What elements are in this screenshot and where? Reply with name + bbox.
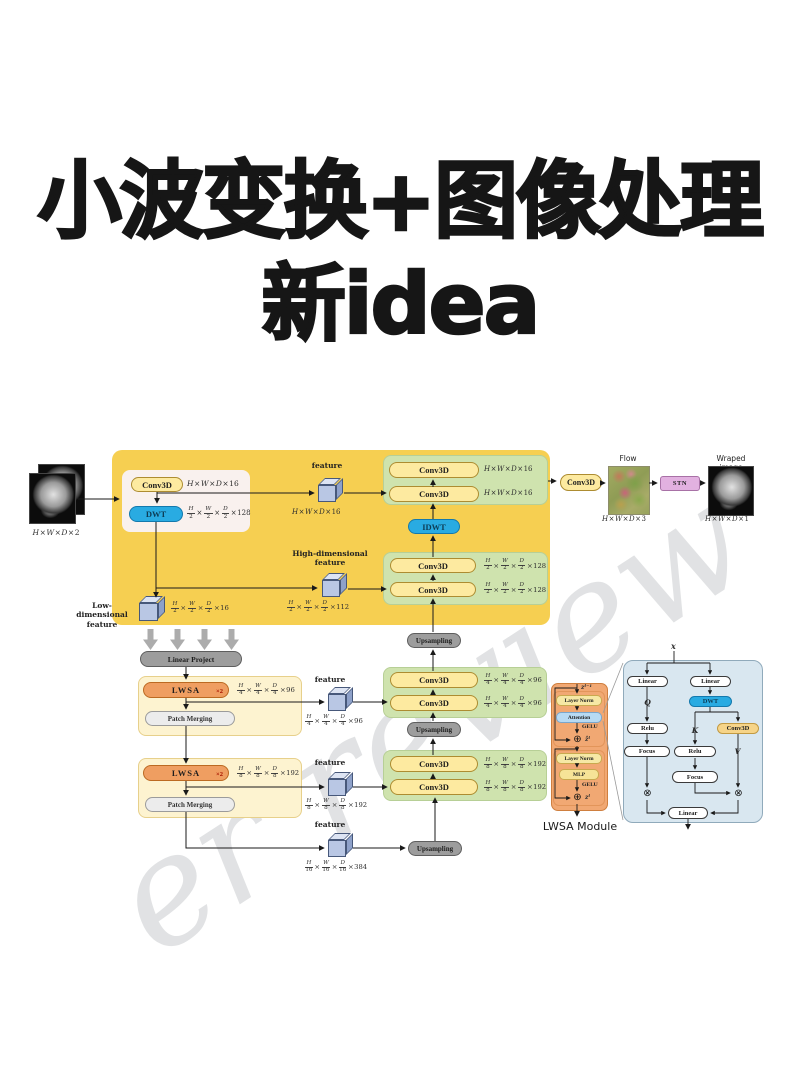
lwsa-mult: ×2 bbox=[216, 771, 223, 778]
attn-linear-out: Linear bbox=[668, 807, 708, 819]
down-block-arrow-icon bbox=[197, 629, 212, 650]
attn-linear-kv: Linear bbox=[690, 676, 731, 687]
add-icon: ⊕ bbox=[572, 734, 583, 745]
attn-focus-k: Focus bbox=[672, 771, 718, 783]
linear-project-pill: Linear Project bbox=[140, 651, 242, 667]
down-block-arrow-icon bbox=[224, 629, 239, 650]
lwsa-module-caption: LWSA Module bbox=[542, 820, 618, 833]
down-block-arrow-icon bbox=[143, 629, 158, 650]
low-feature-cube bbox=[139, 603, 158, 621]
feature-top-dims: H × W × D × 16 bbox=[292, 508, 341, 516]
decoder-l3-conv-a: Conv3D bbox=[390, 756, 478, 772]
flow-conv3d-pill: Conv3D bbox=[560, 474, 602, 491]
feature-top-label: feature bbox=[311, 461, 343, 470]
stage1-patch-merging-pill: Patch Merging bbox=[145, 711, 235, 726]
module-layer-norm1: Layer Norm bbox=[556, 695, 602, 706]
conv3d-head-dims: H × W × D × 16 bbox=[187, 479, 239, 488]
decoder-top-conv-b: Conv3D bbox=[389, 486, 479, 502]
module-z-hat: ẑˡ bbox=[585, 736, 591, 743]
lwsa-label: LWSA bbox=[171, 768, 201, 778]
upsampling3-pill: Upsampling bbox=[408, 841, 462, 856]
feature-s3-label: feature bbox=[314, 820, 346, 829]
decoder-l2-conv-a: Conv3D bbox=[390, 672, 478, 688]
high-feature-cube bbox=[322, 580, 340, 597]
decoder-top-conv-a: Conv3D bbox=[389, 462, 479, 478]
module-layer-norm2: Layer Norm bbox=[556, 753, 602, 764]
warped-dims: H × W × D × 1 bbox=[704, 515, 750, 523]
stage2-patch-merging-pill: Patch Merging bbox=[145, 797, 235, 812]
module-z-out: zˡ bbox=[585, 794, 591, 801]
input-dims: H × W × D × 2 bbox=[32, 528, 80, 537]
add-icon: ⊕ bbox=[572, 792, 583, 803]
module-gelu2: GELU bbox=[582, 782, 598, 788]
down-block-arrow-icon bbox=[170, 629, 185, 650]
attn-relu-q: Relu bbox=[627, 723, 668, 734]
decoder-top-dims-b: H × W × D × 16 bbox=[484, 489, 533, 497]
module-gelu1: GELU bbox=[582, 724, 598, 730]
attn-q-label: Q bbox=[642, 697, 653, 708]
attn-dwt-pill: DWT bbox=[689, 696, 732, 707]
stage2-lwsa-pill: LWSA ×2 bbox=[143, 765, 229, 781]
page-title-line2: 新idea bbox=[260, 255, 541, 353]
stn-pill: STN bbox=[660, 476, 700, 491]
decoder-l3-conv-b: Conv3D bbox=[390, 779, 478, 795]
feature-s2-label: feature bbox=[314, 758, 346, 767]
attn-linear-q: Linear bbox=[627, 676, 668, 687]
module-attention: Attention bbox=[556, 712, 602, 723]
attn-relu-k: Relu bbox=[674, 746, 716, 757]
warped-image bbox=[708, 466, 754, 516]
feature-s3-cube bbox=[328, 840, 346, 857]
lwsa-label: LWSA bbox=[171, 685, 201, 695]
flow-label: Flow bbox=[619, 454, 637, 463]
decoder-top-dims-a: H × W × D × 16 bbox=[484, 465, 533, 473]
feature-s1-label: feature bbox=[314, 675, 346, 684]
low-feature-label: Low-dimensional feature bbox=[76, 601, 128, 629]
attn-x-label: x bbox=[671, 641, 676, 651]
attn-conv3d-pill: Conv3D bbox=[717, 723, 759, 734]
dwt-pill: DWT bbox=[129, 506, 183, 522]
conv3d-head-pill: Conv3D bbox=[131, 477, 183, 492]
fixed-image bbox=[29, 473, 76, 524]
idwt-pill: IDWT bbox=[408, 519, 460, 534]
module-mlp: MLP bbox=[559, 769, 599, 780]
module-z-in: zˡ⁻¹ bbox=[581, 684, 592, 691]
page-title-line1: 小波变换+图像处理 bbox=[37, 152, 766, 250]
feature-s1-cube bbox=[328, 694, 346, 711]
upsampling2-pill: Upsampling bbox=[407, 722, 461, 737]
feature-top-cube bbox=[318, 485, 336, 502]
attn-focus-q: Focus bbox=[624, 746, 670, 757]
attn-v-label: V bbox=[732, 746, 743, 757]
flow-field-image bbox=[608, 466, 650, 515]
decoder-l1-conv-b: Conv3D bbox=[390, 582, 476, 597]
upsampling1-pill: Upsampling bbox=[407, 633, 461, 648]
attn-k-label: K bbox=[689, 725, 701, 736]
high-feature-label: High-dimensional feature bbox=[292, 549, 368, 568]
stage1-lwsa-pill: LWSA ×2 bbox=[143, 682, 229, 698]
feature-s2-cube bbox=[328, 779, 346, 796]
multiply-icon: ⊗ bbox=[642, 788, 653, 799]
multiply-icon: ⊗ bbox=[733, 788, 744, 799]
decoder-l2-conv-b: Conv3D bbox=[390, 695, 478, 711]
flow-dims: H × W × D × 3 bbox=[601, 515, 647, 523]
lwsa-mult: ×2 bbox=[216, 688, 223, 695]
decoder-l1-conv-a: Conv3D bbox=[390, 558, 476, 573]
